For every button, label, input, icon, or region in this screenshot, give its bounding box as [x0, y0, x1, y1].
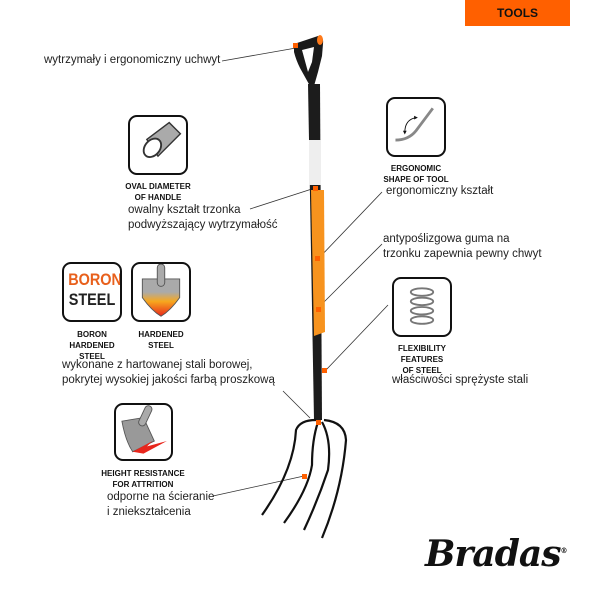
- flex-caption: FLEXIBILITY FEATURES OF STEEL: [382, 343, 462, 376]
- description-line: antypoślizgowa guma na: [383, 233, 510, 245]
- caption-line: BORON: [77, 330, 107, 339]
- callout-lines: [212, 47, 389, 497]
- attrition-caption: HEIGHT RESISTANCE FOR ATTRITION: [98, 468, 188, 490]
- caption-line: HARDENED: [138, 330, 184, 339]
- description-line: trzonku zapewnia pewny chwyt: [383, 248, 542, 260]
- caption-line: FLEXIBILITY: [398, 344, 446, 353]
- description-line: pokrytej wysokiej jakości farbą proszkow…: [62, 374, 275, 386]
- spring-icon: [392, 277, 452, 337]
- oval-caption: OVAL DIAMETER OF HANDLE: [118, 181, 198, 203]
- caption-line: FOR ATTRITION: [112, 480, 174, 489]
- spade-impact-icon: [114, 403, 173, 461]
- description-line: podwyższający wytrzymałość: [128, 219, 278, 231]
- hardened-steel-icon: [131, 262, 191, 322]
- curved-tool-icon: [386, 97, 446, 157]
- d-grip-handle: [294, 35, 324, 86]
- caption-line: HARDENED: [69, 341, 115, 350]
- steel-text: STEEL: [68, 290, 116, 309]
- caption-line: HEIGHT RESISTANCE: [101, 469, 185, 478]
- shaft-label: [309, 140, 321, 185]
- fork-tines: [261, 418, 348, 539]
- caption-line: STEEL: [79, 352, 105, 361]
- description-line: odporne na ścieranie: [107, 491, 215, 503]
- attrition-description: odporne na ścieranie i zniekształcenia: [107, 490, 214, 520]
- caption-line: STEEL: [148, 341, 174, 350]
- caption-line: FEATURES: [400, 355, 444, 364]
- oval-tube-icon: [128, 115, 188, 175]
- caption-line: OF HANDLE: [134, 193, 182, 202]
- description-line: i zniekształcenia: [107, 506, 191, 518]
- caption-line: SHAPE OF TOOL: [383, 175, 449, 184]
- description-line: wykonane z hartowanej stali borowej,: [62, 359, 253, 371]
- brand-name: Bradas: [425, 533, 561, 575]
- caption-line: OVAL DIAMETER: [125, 182, 191, 191]
- boron-text: BORON: [68, 270, 122, 289]
- ergonomic-description: ergonomiczny kształt: [386, 185, 494, 197]
- rubber-grip: [311, 190, 325, 336]
- ergonomic-caption: ERGONOMIC SHAPE OF TOOL: [376, 163, 456, 185]
- hardened-caption: HARDENED STEEL: [121, 329, 201, 351]
- steel-description: wykonane z hartowanej stali borowej, pok…: [62, 358, 275, 388]
- handle-description: wytrzymały i ergonomiczny uchwyt: [44, 54, 221, 66]
- brand-logo: Bradas®: [425, 533, 568, 575]
- category-tag: TOOLS: [465, 0, 570, 26]
- oval-description: owalny kształt trzonka podwyższający wyt…: [128, 203, 278, 233]
- callout-markers: [293, 43, 327, 479]
- caption-line: OF STEEL: [402, 366, 442, 375]
- description-line: owalny kształt trzonka: [128, 204, 241, 216]
- caption-line: ERGONOMIC: [390, 164, 442, 173]
- grip-description: antypoślizgowa guma na trzonku zapewnia …: [383, 232, 542, 262]
- flex-description: właściwości sprężyste stali: [392, 374, 529, 386]
- boron-caption: BORON HARDENED STEEL: [52, 329, 132, 362]
